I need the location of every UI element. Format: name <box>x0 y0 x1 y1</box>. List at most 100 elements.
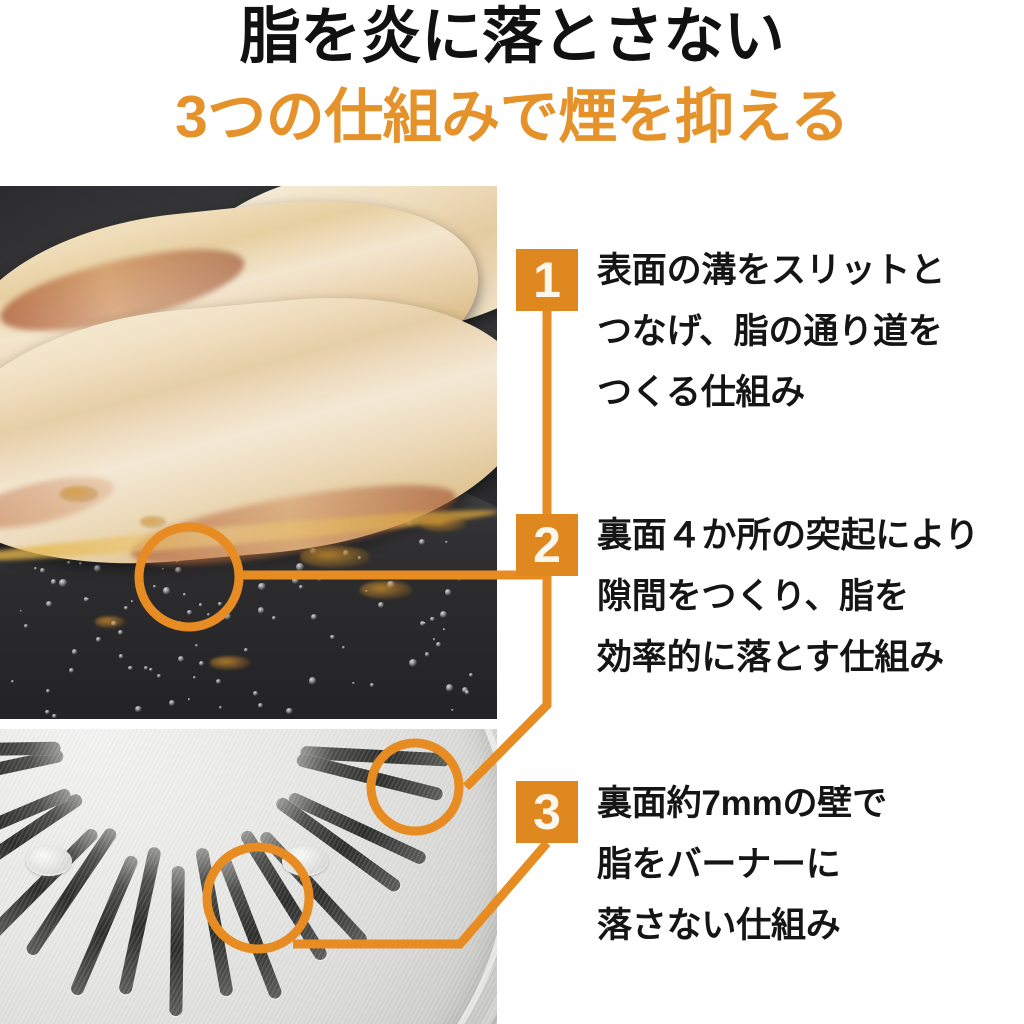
water-droplet <box>179 620 182 623</box>
water-droplet <box>257 607 265 614</box>
water-droplet <box>67 560 71 565</box>
feature-text-1-line-3: つくる仕組み <box>597 373 806 412</box>
feature-text-3-line-2: 脂をバーナーに <box>597 845 841 884</box>
water-droplet <box>271 616 276 621</box>
plate-projection <box>26 846 72 876</box>
water-droplet <box>432 638 436 641</box>
water-droplet <box>216 678 222 684</box>
water-droplet <box>442 628 446 632</box>
water-droplet <box>342 646 346 650</box>
water-droplet <box>377 601 385 608</box>
water-droplet <box>46 688 51 693</box>
water-droplet <box>177 656 184 663</box>
water-droplet <box>118 654 123 659</box>
water-droplet <box>243 647 249 653</box>
water-droplet <box>291 576 300 585</box>
water-droplet <box>455 573 463 582</box>
sear-mark <box>0 466 119 540</box>
headline-line-2: 3つの仕組みで煙を抑える <box>174 84 850 150</box>
feature-text-1-line-2: つなげ、脂の通り道を <box>597 312 943 351</box>
water-droplet <box>19 609 23 613</box>
grease-spot <box>60 486 98 502</box>
water-droplet <box>168 699 176 707</box>
photo-plate-underside: 面 <box>0 729 497 1024</box>
water-droplet <box>52 713 57 719</box>
feature-badge-2: 2 <box>516 514 578 576</box>
water-droplet <box>59 579 67 587</box>
photo-grilled-pork <box>0 186 497 719</box>
feature-text-1-line-1: 表面の溝をスリットと <box>597 251 946 290</box>
water-droplet <box>135 705 142 713</box>
water-droplet <box>50 578 57 585</box>
water-droplet <box>40 567 46 573</box>
grease-spot <box>420 516 466 532</box>
grease-spot <box>95 616 125 628</box>
water-droplet <box>156 673 162 679</box>
water-droplet <box>45 709 51 715</box>
feature-badge-1: 1 <box>516 249 578 311</box>
water-droplet <box>153 585 156 588</box>
water-droplet <box>299 585 303 589</box>
water-droplet <box>218 705 222 709</box>
feature-text-2: 裏面４か所の突起により 隙間をつくり、脂を 効率的に落とす仕組み <box>597 505 1024 688</box>
water-droplet <box>130 600 133 603</box>
water-droplet <box>352 681 356 685</box>
water-droplet <box>252 690 258 696</box>
grease-spot <box>360 581 412 599</box>
plate-projection <box>282 846 328 876</box>
water-droplet <box>296 562 305 571</box>
water-droplet <box>418 538 425 545</box>
water-droplet <box>194 643 199 648</box>
water-droplet <box>187 698 191 701</box>
feature-text-2-line-3: 効率的に落とす仕組み <box>597 638 944 677</box>
water-droplet <box>424 652 430 657</box>
water-droplet <box>33 566 38 571</box>
water-droplet <box>444 589 452 596</box>
plate-slot <box>168 865 185 1017</box>
water-droplet <box>430 616 435 622</box>
water-droplet <box>419 621 425 626</box>
feature-badge-3: 3 <box>516 781 578 843</box>
water-droplet <box>96 637 101 642</box>
water-droplet <box>11 679 15 683</box>
feature-text-2-line-1: 裏面４か所の突起により <box>597 516 980 555</box>
grease-spot <box>140 516 166 528</box>
water-droplet <box>286 707 293 715</box>
water-droplet <box>93 565 101 573</box>
water-droplet <box>258 582 266 591</box>
water-droplet <box>162 586 171 595</box>
water-droplet <box>207 612 211 616</box>
water-droplet <box>308 676 317 685</box>
headline-line-1: 脂を炎に落とさない <box>239 2 785 70</box>
feature-text-1: 表面の溝をスリットと つなげ、脂の通り道を つくる仕組み <box>597 240 1024 423</box>
feature-text-2-line-2: 隙間をつくり、脂を <box>597 577 909 616</box>
water-droplet <box>218 602 222 606</box>
water-droplet <box>83 597 89 602</box>
water-droplet <box>79 561 82 565</box>
water-droplet <box>68 668 74 674</box>
plate-disc: 面 <box>0 729 497 1024</box>
water-droplet <box>193 676 197 679</box>
water-droplet <box>124 606 128 610</box>
water-droplet <box>310 613 318 620</box>
water-droplet <box>23 624 28 628</box>
water-droplet <box>330 634 335 640</box>
water-droplet <box>436 641 441 647</box>
water-droplet <box>118 630 123 636</box>
water-droplet <box>149 667 153 672</box>
water-droplet <box>461 687 468 694</box>
water-droplet <box>408 658 417 667</box>
feature-text-3-line-1: 裏面約7mmの壁で <box>597 784 887 823</box>
feature-text-3: 裏面約7mmの壁で 脂をバーナーに 落さない仕組み <box>597 773 1024 956</box>
grease-spot <box>210 656 250 670</box>
grease-spot <box>300 546 370 568</box>
feature-text-3-line-3: 落さない仕組み <box>597 906 841 945</box>
water-droplet <box>198 660 205 667</box>
water-droplet <box>451 709 454 712</box>
water-droplet <box>445 683 454 692</box>
water-droplet <box>187 610 192 615</box>
water-droplet <box>143 665 149 671</box>
water-droplet <box>45 600 52 607</box>
water-droplet <box>71 649 78 655</box>
